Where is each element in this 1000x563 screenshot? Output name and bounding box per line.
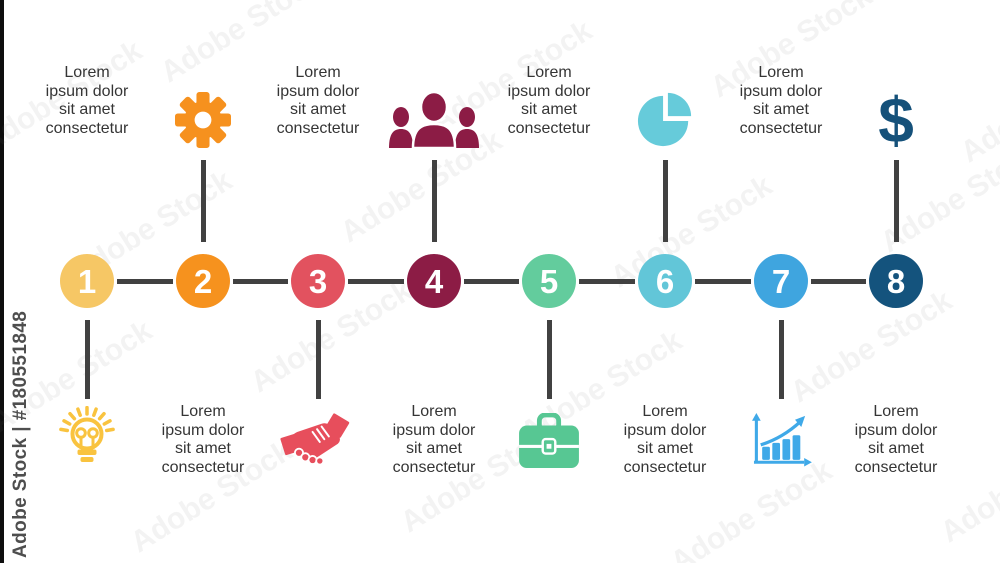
lorem-line: Lorem — [873, 403, 919, 420]
lorem-line: Lorem — [180, 403, 226, 420]
lorem-line: consectetur — [45, 119, 129, 137]
step-vertical-connector — [315, 320, 321, 399]
bar-chart-icon — [752, 413, 812, 467]
step-vertical-connector — [84, 320, 90, 399]
gear-icon — [175, 92, 231, 148]
lorem-line: ipsum dolor — [45, 82, 129, 100]
pie-chart-icon — [637, 92, 692, 147]
dollar-icon-wrap: $ — [844, 79, 948, 161]
step-number: 8 — [886, 262, 906, 300]
lorem-line: consectetur — [854, 458, 938, 476]
lorem-line: sit amet — [289, 101, 346, 118]
lorem-line: ipsum dolor — [507, 82, 591, 100]
lorem-line: Lorem — [295, 64, 341, 81]
handshake-icon-wrap — [266, 400, 370, 482]
step-circle: 2 — [176, 254, 230, 308]
timeline-connector — [464, 279, 519, 284]
lorem-line: Lorem — [642, 403, 688, 420]
lorem-line: sit amet — [520, 101, 577, 118]
timeline-connector — [579, 279, 635, 284]
step-number: 3 — [308, 262, 328, 300]
team-icon — [389, 92, 479, 148]
lightbulb-icon-wrap — [35, 400, 139, 482]
lorem-line: sit amet — [752, 101, 809, 118]
handshake-icon — [280, 413, 350, 466]
lorem-line: consectetur — [276, 119, 360, 137]
lorem-line: Lorem — [411, 403, 457, 420]
lorem-line: ipsum dolor — [739, 82, 823, 100]
step-circle: 1 — [60, 254, 114, 308]
lorem-line: Lorem — [526, 64, 572, 81]
step-vertical-connector — [200, 160, 206, 242]
lorem-line: ipsum dolor — [623, 421, 707, 439]
lightbulb-icon — [59, 406, 115, 462]
briefcase-icon — [519, 413, 579, 469]
lorem-line: ipsum dolor — [161, 421, 245, 439]
lorem-line: sit amet — [867, 440, 924, 457]
step-vertical-connector — [546, 320, 552, 399]
lorem-line: sit amet — [636, 440, 693, 457]
step-circle: 4 — [407, 254, 461, 308]
step-circle: 8 — [869, 254, 923, 308]
watermark-tile: Adobe Stock — [954, 44, 1000, 170]
lorem-line: ipsum dolor — [276, 82, 360, 100]
step-vertical-connector — [893, 160, 899, 242]
lorem-line: consectetur — [623, 458, 707, 476]
timeline-connector — [695, 279, 751, 284]
lorem-line: consectetur — [507, 119, 591, 137]
step-number: 4 — [424, 262, 444, 300]
pie-chart-icon-wrap — [613, 79, 717, 161]
lorem-line: sit amet — [174, 440, 231, 457]
left-edge-bar — [0, 0, 4, 563]
step-circle: 7 — [754, 254, 808, 308]
timeline-connector — [811, 279, 866, 284]
step-vertical-connector — [662, 160, 668, 242]
step-vertical-connector — [778, 320, 784, 399]
lorem-line: sit amet — [405, 440, 462, 457]
timeline-connector — [117, 279, 173, 284]
adobe-stock-id-watermark: Adobe Stock | #180551848 — [10, 310, 31, 558]
bar-chart-icon-wrap — [729, 400, 833, 482]
step-number: 5 — [539, 262, 559, 300]
lorem-line: consectetur — [392, 458, 476, 476]
watermark-tile: Adobe Stock — [784, 284, 958, 410]
svg-text:$: $ — [878, 89, 914, 151]
timeline-connector — [233, 279, 288, 284]
step-number: 2 — [193, 262, 213, 300]
lorem-line: consectetur — [161, 458, 245, 476]
lorem-line: sit amet — [58, 101, 115, 118]
lorem-line: Lorem — [64, 64, 110, 81]
lorem-line: Lorem — [758, 64, 804, 81]
team-icon-wrap — [382, 79, 486, 161]
step-circle: 6 — [638, 254, 692, 308]
step-circle: 5 — [522, 254, 576, 308]
step-number: 7 — [771, 262, 791, 300]
lorem-line: ipsum dolor — [854, 421, 938, 439]
lorem-line: consectetur — [739, 119, 823, 137]
dollar-icon: $ — [878, 89, 914, 151]
step-number: 6 — [655, 262, 675, 300]
timeline-connector — [348, 279, 404, 284]
step-number: 1 — [77, 262, 97, 300]
briefcase-icon-wrap — [497, 400, 601, 482]
step-vertical-connector — [431, 160, 437, 242]
gear-icon-wrap — [151, 79, 255, 161]
step-circle: 3 — [291, 254, 345, 308]
lorem-line: ipsum dolor — [392, 421, 476, 439]
